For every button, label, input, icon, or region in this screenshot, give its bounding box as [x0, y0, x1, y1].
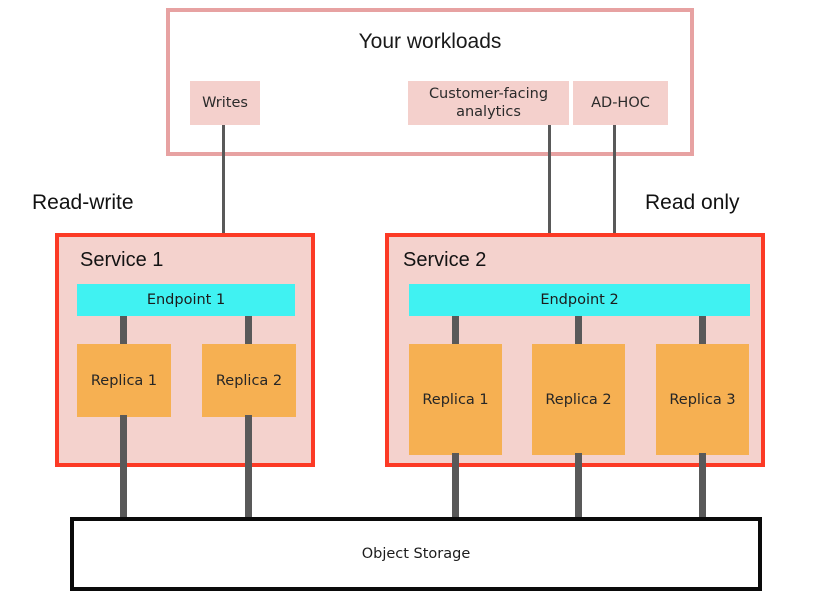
service-2-replica-3[interactable]: Replica 3 [656, 344, 749, 455]
object-storage-box[interactable]: Object Storage [70, 517, 762, 591]
connector-endpoint1-replica2 [245, 316, 252, 346]
connector-endpoint2-replica3 [699, 316, 706, 346]
arrow-adhoc-to-endpoint2-line [613, 125, 616, 261]
service-1-title: Service 1 [80, 249, 164, 271]
workload-chip-writes[interactable]: Writes [190, 81, 260, 125]
caption-read-only: Read only [645, 191, 740, 214]
service-2-endpoint[interactable]: Endpoint 2 [409, 284, 750, 316]
workload-chip-customer-facing-analytics[interactable]: Customer-facing analytics [408, 81, 569, 125]
workload-chip-ad-hoc[interactable]: AD-HOC [573, 81, 668, 125]
workloads-title: Your workloads [358, 30, 502, 53]
connector-service2-replica2-storage [575, 453, 582, 519]
service-2-replica-1[interactable]: Replica 1 [409, 344, 502, 455]
connector-endpoint1-replica1 [120, 316, 127, 346]
connector-service1-replica1-storage [120, 415, 127, 519]
arrow-writes-to-endpoint1-line [222, 125, 225, 261]
service-1-endpoint[interactable]: Endpoint 1 [77, 284, 295, 316]
caption-read-write: Read-write [32, 191, 134, 214]
service-1-replica-2[interactable]: Replica 2 [202, 344, 296, 417]
connector-service1-replica2-storage [245, 415, 252, 519]
service-1-replica-1[interactable]: Replica 1 [77, 344, 171, 417]
connector-endpoint2-replica2 [575, 316, 582, 346]
service-2-title: Service 2 [403, 249, 487, 271]
arrow-analytics-to-endpoint2-line [548, 125, 551, 261]
connector-service2-replica1-storage [452, 453, 459, 519]
connector-endpoint2-replica1 [452, 316, 459, 346]
service-2-replica-2[interactable]: Replica 2 [532, 344, 625, 455]
connector-service2-replica3-storage [699, 453, 706, 519]
